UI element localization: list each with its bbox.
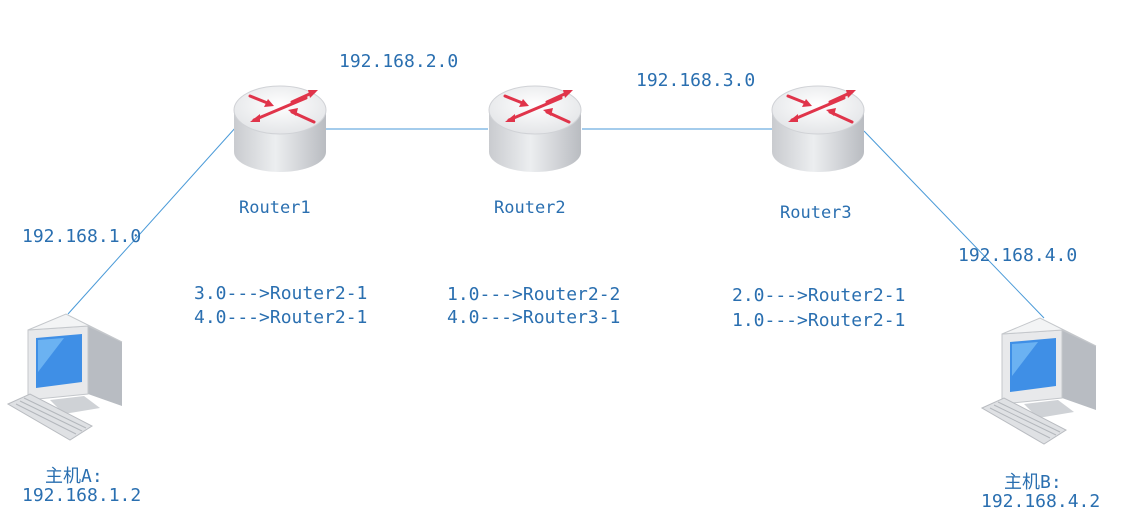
router-1-label: Router1 — [239, 198, 311, 218]
router-icon — [233, 85, 327, 172]
network-label-3: 192.168.3.0 — [636, 70, 756, 91]
network-label-2: 192.168.2.0 — [339, 51, 459, 72]
network-label-1: 192.168.1.0 — [22, 226, 142, 247]
router-1-route-1: 3.0--->Router2-1 — [194, 283, 368, 304]
router-2-route-1: 1.0--->Router2-2 — [447, 284, 621, 305]
host-a-ip: 192.168.1.2 — [22, 485, 142, 506]
computer-icon — [980, 317, 1097, 445]
network-label-4: 192.168.4.0 — [958, 245, 1078, 266]
link-hosta-router1 — [67, 126, 237, 315]
router-3-label: Router3 — [780, 203, 852, 223]
host-b-title: 主机B: — [1004, 472, 1062, 493]
router-2-label: Router2 — [494, 198, 566, 218]
router-2-route-2: 4.0--->Router3-1 — [447, 307, 621, 328]
router-3-route-2: 1.0--->Router2-1 — [732, 310, 906, 331]
link-router3-hostb — [863, 130, 1045, 319]
host-b-ip: 192.168.4.2 — [981, 491, 1101, 512]
router-icon — [488, 85, 582, 172]
router-icon — [771, 85, 865, 172]
host-a-title: 主机A: — [45, 466, 103, 487]
router-3-route-1: 2.0--->Router2-1 — [732, 285, 906, 306]
router-1-route-2: 4.0--->Router2-1 — [194, 307, 368, 328]
computer-icon — [6, 313, 123, 441]
